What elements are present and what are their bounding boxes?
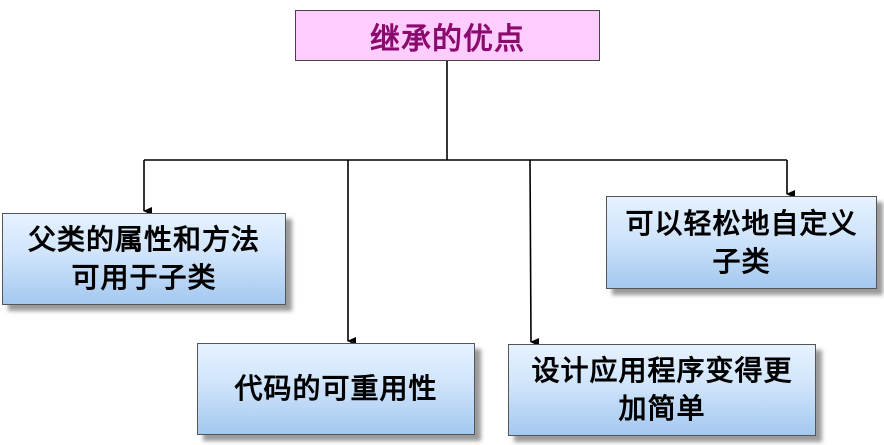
child-label: 设计应用程序变得更加简单 bbox=[531, 354, 793, 425]
arrow-to-child-3 bbox=[529, 159, 540, 346]
child-node-class-attributes-methods: 父类的属性和方法可用于子类 bbox=[2, 213, 286, 305]
child-node-code-reuse: 代码的可重用性 bbox=[197, 343, 475, 435]
root-label: 继承的优点 bbox=[370, 21, 525, 57]
child-node-custom-subclass: 可以轻松地自定义子类 bbox=[606, 196, 877, 289]
child-node-simpler-design: 设计应用程序变得更加简单 bbox=[508, 344, 816, 436]
child-label: 父类的属性和方法可用于子类 bbox=[27, 223, 260, 294]
root-node: 继承的优点 bbox=[295, 10, 600, 61]
child-label: 代码的可重用性 bbox=[234, 372, 438, 405]
child-label: 可以轻松地自定义子类 bbox=[625, 206, 858, 278]
